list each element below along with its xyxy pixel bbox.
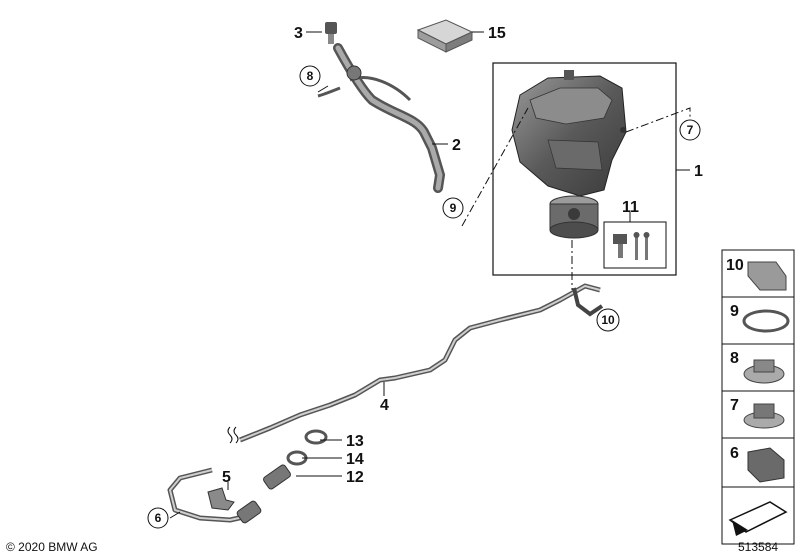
nut-icon xyxy=(743,359,785,384)
side-label-7: 7 xyxy=(730,397,739,414)
svg-text:6: 6 xyxy=(155,511,162,525)
label-5: 5 xyxy=(222,469,231,486)
side-label-8: 8 xyxy=(730,350,739,367)
filler-neck xyxy=(317,43,446,193)
label-14: 14 xyxy=(346,451,364,468)
label-1: 1 xyxy=(694,163,703,180)
part-11-box xyxy=(603,221,667,269)
label-12: 12 xyxy=(346,469,364,486)
svg-text:9: 9 xyxy=(450,201,457,215)
collar-nut-icon xyxy=(743,403,785,429)
side-panel xyxy=(721,249,795,545)
label-11: 11 xyxy=(622,199,639,216)
guide-lines xyxy=(461,107,691,290)
break-marks xyxy=(227,426,239,444)
side-label-10: 10 xyxy=(726,257,744,274)
clamp-icon xyxy=(742,309,790,333)
side-label-9: 9 xyxy=(730,303,739,320)
pipe-line xyxy=(167,283,604,523)
cap xyxy=(325,22,337,44)
circled-9: 9 xyxy=(442,197,464,219)
clip-icon xyxy=(747,261,787,291)
side-label-6: 6 xyxy=(730,445,739,462)
assembly-frame xyxy=(492,62,677,276)
svg-text:8: 8 xyxy=(307,69,314,83)
label-13: 13 xyxy=(346,433,364,450)
label-2: 2 xyxy=(452,137,461,154)
leader-lines xyxy=(169,31,690,519)
connector-parts xyxy=(236,429,328,524)
svg-text:7: 7 xyxy=(687,123,694,137)
circled-8: 8 xyxy=(299,65,321,87)
sensor-and-bolts xyxy=(613,232,650,260)
reference-number: 513584 xyxy=(738,540,779,554)
circled-6: 6 xyxy=(147,507,169,529)
pump-unit xyxy=(549,195,599,239)
cable-clip-icon xyxy=(747,447,785,483)
label-15: 15 xyxy=(488,25,506,42)
arrow-icon xyxy=(728,501,788,536)
svg-text:10: 10 xyxy=(601,313,615,327)
copyright-text: © 2020 BMW AG xyxy=(6,540,98,554)
circled-7: 7 xyxy=(679,119,701,141)
reservoir-tank xyxy=(511,70,627,197)
label-4: 4 xyxy=(380,397,389,414)
circled-10: 10 xyxy=(596,308,620,332)
bracket xyxy=(207,487,235,511)
control-module xyxy=(416,19,474,53)
label-3: 3 xyxy=(294,25,303,42)
